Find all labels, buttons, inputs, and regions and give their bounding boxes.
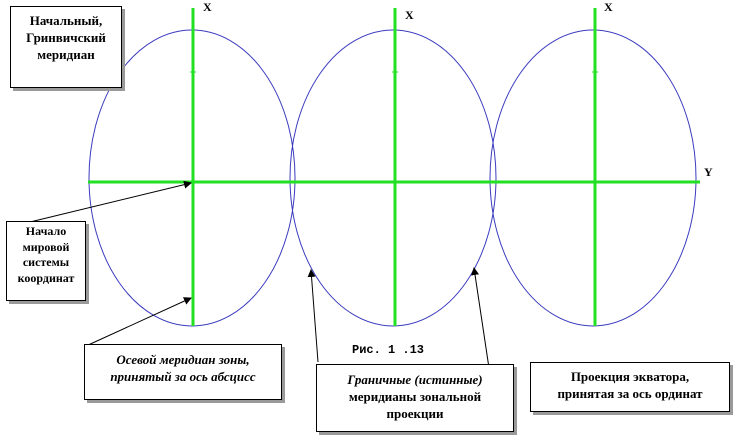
zone-ellipse-3 [489, 29, 697, 327]
equator-line-2: принятая за ось ординат [557, 385, 703, 401]
origin-line-2: мировой [22, 239, 70, 254]
zone-ellipse-2 [289, 29, 497, 327]
x-axis-label-3: X [604, 0, 613, 14]
equator-line-1: Проекция экватора, [570, 369, 690, 384]
origin-arrow [29, 180, 192, 223]
boundary-meridians-box: Граничные (истинные) меридианы зональной… [316, 364, 514, 432]
origin-line-4: координат [17, 270, 75, 285]
boundary-line-2: меридианы зональной [348, 388, 482, 404]
axial-meridian-line-1-text: Осевой меридиан зоны, [116, 352, 250, 367]
axial-meridian-box: Осевой меридиан зоны, принятый за ось аб… [84, 344, 282, 400]
greenwich-line-1: Начальный, [29, 13, 103, 28]
axial-meridian-arrow [85, 297, 192, 347]
origin-line-3: системы [22, 255, 70, 270]
axial-meridian-line-2-text: принятый за ось абсцисс [110, 368, 256, 384]
boundary-line-1: Граничные (истинные) [347, 372, 483, 387]
boundary-meridian-arrow-right [471, 267, 490, 369]
figure-caption: Рис. 1 .13 [352, 343, 425, 357]
greenwich-line-2: Гринвичский [26, 29, 106, 45]
equator-projection-box: Проекция экватора, принятая за ось ордин… [530, 362, 730, 412]
x-axis-label-2: X [405, 8, 414, 22]
greenwich-meridian-box: Начальный, Гринвичский меридиан [10, 6, 122, 88]
boundary-line-3: проекции [386, 405, 444, 421]
x-axis-label-1: X [203, 0, 212, 14]
greenwich-line-3: меридиан [37, 46, 95, 62]
y-axis-label: Y [704, 165, 713, 179]
origin-line-1: Начало [25, 224, 67, 238]
origin-box: Начало мировой системы координат [6, 221, 86, 301]
boundary-meridian-arrow-left [307, 269, 319, 363]
